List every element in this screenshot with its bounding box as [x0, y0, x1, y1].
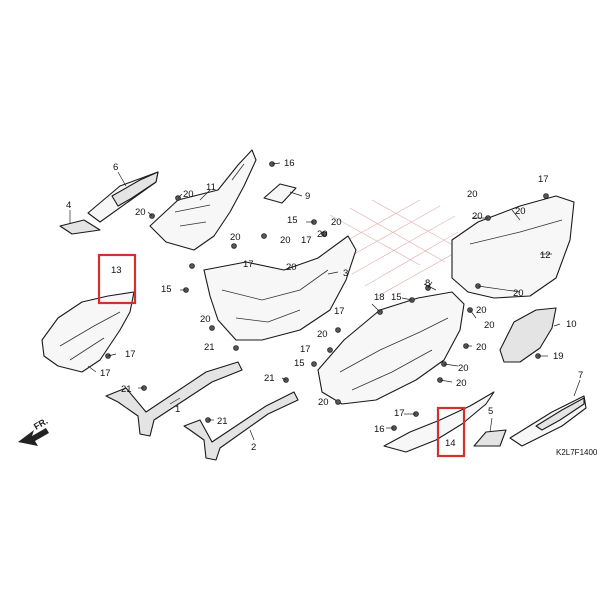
part-4-corner-piece: [59, 219, 101, 235]
label-part-13: 13: [111, 265, 122, 276]
part-11-floor-side-panel: [149, 149, 257, 251]
direction-mark: FR.: [32, 416, 50, 432]
part-5-small-piece: [473, 429, 507, 447]
highlight-box-13: [97, 253, 137, 305]
label-part-11: 11: [206, 182, 216, 193]
label-part-20: 20: [200, 314, 211, 325]
label-part-20: 20: [286, 262, 297, 273]
label-part-10: 10: [566, 319, 577, 330]
front-direction-arrow: FR.: [18, 416, 50, 446]
label-part-18: 18: [374, 292, 385, 303]
label-part-15: 15: [391, 292, 402, 303]
label-part-1: 1: [175, 404, 180, 415]
background-hatching: [329, 199, 461, 297]
label-part-20: 20: [331, 217, 342, 228]
label-part-20: 20: [472, 211, 483, 222]
label-part-19: 19: [553, 351, 564, 362]
label-part-20: 20: [513, 288, 524, 299]
label-part-15: 15: [287, 215, 298, 226]
label-part-17: 17: [334, 306, 345, 317]
highlight-box-14: [436, 406, 466, 458]
label-part-17: 17: [125, 349, 136, 360]
part-1-step-bracket: [105, 361, 243, 437]
label-part-20: 20: [484, 320, 495, 331]
label-part-20: 20: [458, 363, 469, 374]
label-part-16: 16: [284, 158, 295, 169]
label-part-12: 12: [540, 250, 551, 261]
label-part-20: 20: [135, 207, 146, 218]
part-2-step-bracket: [183, 391, 299, 461]
label-part-20: 20: [318, 397, 329, 408]
label-part-16: 17: [538, 174, 549, 185]
part-3-floor-frame: [203, 235, 357, 341]
label-part-20: 20: [317, 329, 328, 340]
part-6-dark-band: [111, 171, 159, 207]
label-part-20: 20: [230, 232, 241, 243]
label-part-20: 20: [317, 229, 328, 240]
label-part-20: 20: [280, 235, 291, 246]
label-part-14: 14: [445, 438, 456, 449]
label-part-4: 4: [66, 200, 71, 211]
label-part-8: 8: [425, 278, 430, 289]
part-10-rear-lower-cover: [499, 307, 557, 363]
label-part-20: 20: [456, 378, 467, 389]
label-part-17: 17: [243, 259, 254, 270]
label-part-7: 7: [578, 370, 583, 381]
part-labels: 6 4 11 16 20 20 9 15 20 20 20 17 20 17 2…: [66, 158, 583, 453]
label-part-21: 21: [217, 416, 228, 427]
part-9-plate: [263, 183, 297, 204]
label-part-17: 17: [300, 344, 311, 355]
label-part-2: 2: [251, 442, 256, 453]
label-part-6: 6: [113, 162, 118, 173]
label-part-20: 20: [467, 189, 478, 200]
part-12-rear-side-cover: [451, 195, 575, 299]
label-part-17: 17: [100, 368, 111, 379]
label-part-20: 20: [515, 206, 526, 217]
label-part-15: 15: [161, 284, 172, 295]
label-part-17: 16: [374, 424, 385, 435]
label-part-3: 3: [343, 268, 348, 279]
label-part-21: 21: [121, 384, 132, 395]
label-part-20: 20: [476, 305, 487, 316]
label-part-21: 21: [204, 342, 215, 353]
label-part-15: 15: [294, 358, 305, 369]
label-part-17: 17: [394, 408, 405, 419]
label-part-20: 20: [183, 189, 194, 200]
label-part-17: 17: [301, 235, 312, 246]
label-part-5: 5: [488, 406, 493, 417]
label-part-21: 21: [264, 373, 275, 384]
label-part-9: 9: [305, 191, 310, 202]
part-13-front-lower-cover: [41, 291, 135, 373]
leader-lines: [69, 162, 581, 441]
diagram-code: K2L7F1400: [556, 448, 598, 457]
label-part-20: 20: [476, 342, 487, 353]
